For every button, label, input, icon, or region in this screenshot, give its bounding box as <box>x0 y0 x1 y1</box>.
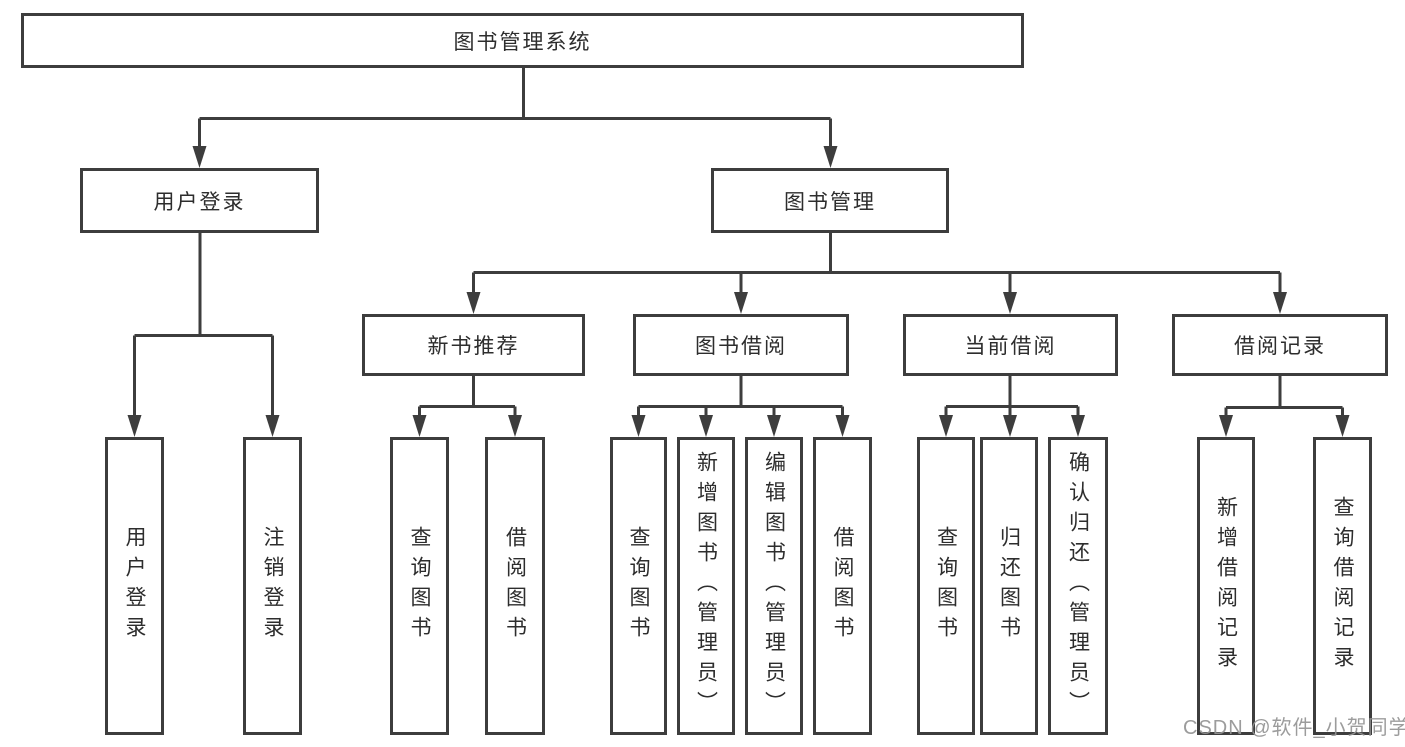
leaf-newrec-borrow-book: 借阅图书 <box>485 437 545 735</box>
connector-book-borrow-to-leaves <box>631 376 850 437</box>
leaf-user-login-label: 用户登录 <box>123 526 146 646</box>
leaf-logout-label: 注销登录 <box>261 526 284 646</box>
connector-book-mgmt-to-level3 <box>466 233 1287 314</box>
leaf-newrec-query-book: 查询图书 <box>390 437 449 735</box>
connector-borrow-records-to-leaves <box>1219 376 1350 437</box>
leaf-borrow-book: 借阅图书 <box>813 437 872 735</box>
node-user-login-label: 用户登录 <box>153 190 246 214</box>
leaf-return-book: 归还图书 <box>980 437 1038 735</box>
leaf-current-query-book-label: 查询图书 <box>934 526 958 646</box>
leaf-add-book-admin-label: 新增图书（管理员） <box>694 451 718 721</box>
node-book-borrow-label: 图书借阅 <box>695 335 787 358</box>
arrowhead-icon <box>265 415 280 437</box>
connector-current-borrow-to-leaves <box>939 376 1085 437</box>
connector-user-login-to-leaves <box>127 233 280 437</box>
arrowhead-icon <box>734 292 748 314</box>
leaf-borrow-book-label: 借阅图书 <box>831 526 854 646</box>
leaf-return-book-label: 归还图书 <box>997 526 1021 646</box>
node-book-mgmt: 图书管理 <box>711 168 949 233</box>
leaf-current-query-book: 查询图书 <box>917 437 975 735</box>
arrowhead-icon <box>1003 292 1017 314</box>
leaf-add-borrow-record-label: 新增借阅记录 <box>1214 496 1238 676</box>
leaf-borrow-query-book: 查询图书 <box>610 437 667 735</box>
arrowhead-icon <box>767 415 781 437</box>
arrowhead-icon <box>508 415 522 437</box>
leaf-query-borrow-record: 查询借阅记录 <box>1313 437 1372 735</box>
node-current-borrow-label: 当前借阅 <box>964 335 1057 358</box>
node-new-book-rec: 新书推荐 <box>362 314 585 376</box>
arrowhead-icon <box>466 292 481 314</box>
arrowhead-icon <box>1071 415 1085 437</box>
arrowhead-icon <box>835 415 850 437</box>
arrowhead-icon <box>939 415 953 437</box>
leaf-user-login: 用户登录 <box>105 437 164 735</box>
leaf-newrec-borrow-book-label: 借阅图书 <box>503 526 527 646</box>
leaf-newrec-query-book-label: 查询图书 <box>408 526 431 646</box>
arrowhead-icon <box>192 146 207 168</box>
arrowhead-icon <box>631 415 646 437</box>
leaf-confirm-return-admin: 确认归还（管理员） <box>1048 437 1108 735</box>
connector-new-book-to-leaves <box>412 376 522 437</box>
arrowhead-icon <box>1273 292 1287 314</box>
leaf-query-borrow-record-label: 查询借阅记录 <box>1331 496 1354 676</box>
leaf-add-borrow-record: 新增借阅记录 <box>1197 437 1255 735</box>
arrowhead-icon <box>1219 415 1233 437</box>
arrowhead-icon <box>127 415 142 437</box>
arrowhead-icon <box>699 415 713 437</box>
node-book-mgmt-label: 图书管理 <box>784 190 876 214</box>
node-borrow-records-label: 借阅记录 <box>1234 335 1326 358</box>
arrowhead-icon <box>1003 415 1017 437</box>
node-user-login: 用户登录 <box>80 168 319 233</box>
leaf-confirm-return-admin-label: 确认归还（管理员） <box>1066 451 1090 721</box>
arrowhead-icon <box>1335 415 1350 437</box>
node-root: 图书管理系统 <box>21 13 1024 68</box>
node-root-label: 图书管理系统 <box>453 30 592 54</box>
leaf-edit-book-admin-label: 编辑图书（管理员） <box>762 451 786 721</box>
leaf-logout: 注销登录 <box>243 437 302 735</box>
node-book-borrow: 图书借阅 <box>633 314 849 376</box>
leaf-add-book-admin: 新增图书（管理员） <box>677 437 735 735</box>
node-borrow-records: 借阅记录 <box>1172 314 1388 376</box>
connector-root-to-level2 <box>192 68 838 168</box>
arrowhead-icon <box>823 146 838 168</box>
node-current-borrow: 当前借阅 <box>903 314 1118 376</box>
csdn-watermark: CSDN @软件_小贺同学 <box>1183 717 1405 739</box>
leaf-edit-book-admin: 编辑图书（管理员） <box>745 437 803 735</box>
leaf-borrow-query-book-label: 查询图书 <box>627 526 650 646</box>
node-new-book-rec-label: 新书推荐 <box>427 335 520 358</box>
arrowhead-icon <box>412 415 427 437</box>
